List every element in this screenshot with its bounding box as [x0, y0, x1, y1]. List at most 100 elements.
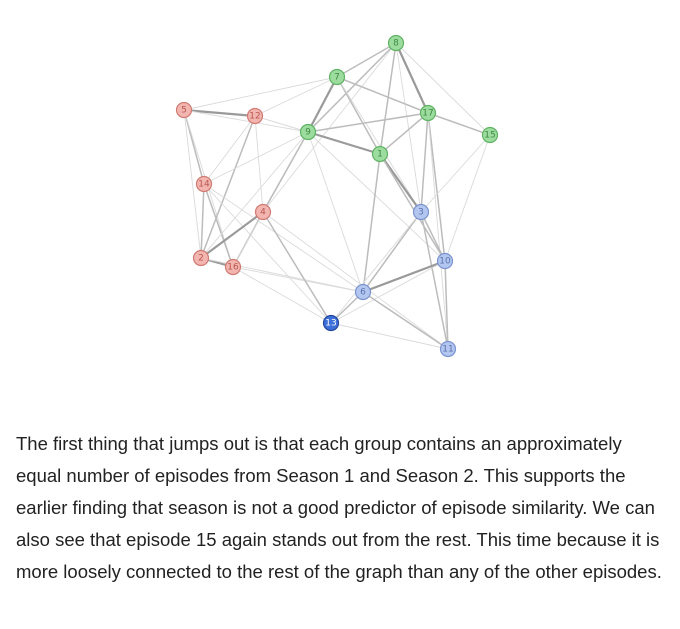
graph-edge	[444, 134, 491, 262]
node-label: 6	[360, 288, 366, 298]
graph-edge	[420, 211, 446, 262]
graph-node-11: 11	[439, 340, 457, 358]
node-circle	[175, 101, 193, 119]
graph-edge	[200, 211, 264, 259]
graph-edge	[307, 130, 381, 156]
edge-layer	[183, 42, 491, 350]
node-label: 7	[334, 73, 340, 83]
node-circle	[371, 145, 389, 163]
graph-edge	[262, 131, 309, 213]
node-circle	[439, 340, 457, 358]
graph-edge	[330, 260, 446, 324]
node-label: 12	[249, 112, 260, 122]
graph-edge	[362, 259, 446, 294]
graph-node-12: 12	[246, 107, 264, 125]
graph-edge	[183, 109, 202, 259]
graph-edge	[183, 109, 309, 133]
graph-edge	[427, 112, 449, 350]
node-label: 8	[393, 39, 399, 49]
node-circle	[436, 252, 454, 270]
graph-edge	[336, 76, 422, 213]
graph-edge	[262, 211, 449, 350]
node-label: 1	[377, 150, 383, 160]
graph-node-2: 2	[192, 249, 210, 267]
node-circle	[299, 123, 317, 141]
graph-edge	[420, 211, 449, 350]
node-circle	[419, 104, 437, 122]
node-circle	[195, 175, 213, 193]
node-circle	[481, 126, 499, 144]
graph-node-16: 16	[224, 258, 242, 276]
node-circle	[387, 34, 405, 52]
graph-edge	[394, 42, 430, 114]
article-paragraph: The first thing that jumps out is that e…	[16, 433, 662, 582]
graph-canvas: 5 12 14 2 16 4 8 7 9 17 1 15 3 10 6 13 11	[175, 34, 499, 358]
graph-node-5: 5	[175, 101, 193, 119]
node-label: 16	[227, 263, 239, 273]
graph-edge	[379, 112, 429, 155]
graph-edge	[330, 211, 422, 324]
graph-edge	[200, 183, 205, 259]
graph-edge	[427, 112, 446, 262]
node-label: 5	[181, 106, 187, 116]
node-label: 9	[305, 128, 311, 138]
node-circle	[354, 283, 372, 301]
graph-edge	[379, 153, 422, 213]
graph-edge	[444, 260, 449, 350]
graph-node-1: 1	[371, 145, 389, 163]
graph-edge	[183, 76, 338, 111]
graph-edge	[203, 115, 256, 185]
graph-edge	[183, 109, 205, 185]
graph-edge	[307, 131, 364, 293]
graph-edge	[420, 112, 429, 213]
graph-edge	[330, 322, 449, 350]
graph-edge	[362, 291, 449, 350]
episode-similarity-graph: 5 12 14 2 16 4 8 7 9 17 1 15 3 10 6 13 11	[175, 34, 499, 358]
graph-node-6: 6	[354, 283, 372, 301]
graph-edge	[379, 42, 397, 155]
node-label: 2	[198, 254, 204, 264]
graph-edge	[254, 115, 264, 213]
graph-edge	[203, 183, 234, 268]
graph-edge	[203, 131, 309, 185]
graph-edge	[395, 42, 491, 136]
node-label: 15	[484, 131, 495, 141]
node-circle	[412, 203, 430, 221]
node-circle	[224, 258, 242, 276]
graph-node-9: 9	[299, 123, 317, 141]
graph-edge	[395, 42, 422, 213]
node-circle	[246, 107, 264, 125]
node-label: 3	[418, 208, 424, 218]
graph-node-15: 15	[481, 126, 499, 144]
node-circle	[254, 203, 272, 221]
graph-node-14: 14	[195, 175, 213, 193]
node-circle	[322, 314, 340, 332]
node-circle	[328, 68, 346, 86]
graph-edge	[427, 112, 491, 136]
graph-node-10: 10	[436, 252, 454, 270]
graph-edge	[336, 76, 429, 114]
graph-edge	[232, 266, 364, 293]
graph-edge	[379, 153, 446, 262]
node-label: 10	[439, 257, 451, 267]
graph-edge	[336, 42, 397, 78]
node-label: 4	[260, 208, 266, 218]
graph-edge	[200, 131, 309, 259]
graph-node-13: 13	[322, 314, 340, 332]
graph-edge	[254, 76, 338, 117]
node-label: 11	[442, 345, 453, 355]
graph-edge	[183, 108, 256, 118]
graph-edge	[307, 42, 397, 133]
node-label: 13	[325, 319, 336, 329]
graph-node-7: 7	[328, 68, 346, 86]
graph-edge	[200, 115, 256, 259]
node-circle	[192, 249, 210, 267]
graph-edge	[307, 131, 446, 262]
graph-edge	[307, 112, 429, 133]
graph-edge	[307, 76, 338, 133]
node-label: 17	[422, 109, 433, 119]
graph-edge	[232, 266, 332, 324]
node-layer: 5 12 14 2 16 4 8 7 9 17 1 15 3 10 6 13 11	[175, 34, 499, 358]
graph-edge	[336, 76, 381, 155]
graph-edge	[203, 183, 364, 293]
